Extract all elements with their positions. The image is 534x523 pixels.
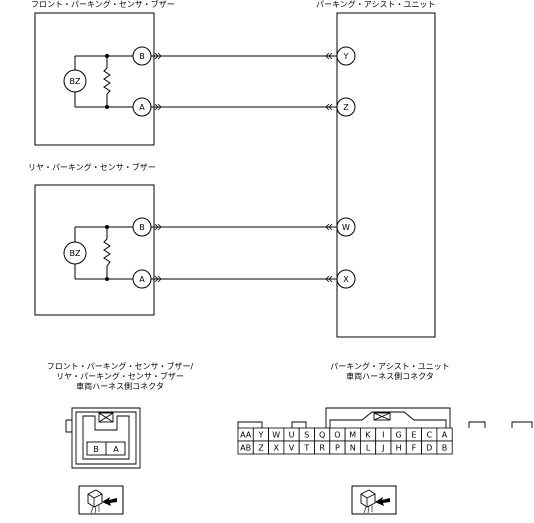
buzzer-connector-caption-3: 車両ハーネス側コネクタ	[76, 382, 164, 391]
connector-pin-label: AB	[240, 444, 251, 453]
connector-pin-label: H	[396, 444, 402, 453]
front-buzzer-symbol	[63, 69, 87, 93]
connector-pin-label: J	[381, 444, 384, 453]
unit-pin-y	[336, 46, 356, 66]
connector-pin-label: U	[289, 431, 295, 440]
buzzer-connector-pin-a: A	[113, 445, 119, 454]
unit-pin-x	[336, 269, 356, 289]
buzzer-connector-caption-2: リヤ・パーキング・センサ・ブザー	[56, 372, 184, 381]
unit-pin-x-label: X	[343, 275, 349, 284]
front-buzzer-block: BZ B A	[34, 12, 155, 146]
rear-buzzer-box	[34, 184, 155, 316]
front-pin-b-label: B	[139, 52, 145, 61]
rear-buzzer-block: BZ B A	[34, 184, 155, 316]
resistor-icon	[103, 67, 111, 95]
connector-pin-label: P	[335, 444, 340, 453]
connector-pin-label: Z	[258, 444, 264, 453]
front-buzzer-label: BZ	[70, 77, 81, 86]
unit-connector-face	[237, 407, 533, 428]
connector-pin-label: X	[274, 444, 280, 453]
connector-pin-label: G	[396, 431, 402, 440]
connector-view-icon	[78, 485, 124, 515]
connector-pin-label: C	[426, 431, 432, 440]
assist-unit-box	[336, 12, 436, 338]
rear-buzzer-title: リヤ・パーキング・センサ・ブザー	[28, 163, 156, 172]
front-wires	[151, 52, 337, 111]
assist-unit-title: パーキング・アシスト・ユニット	[316, 0, 436, 9]
unit-pin-z-label: Z	[343, 103, 349, 112]
rear-pin-b-label: B	[139, 223, 145, 232]
chevron-connector-icon	[154, 52, 333, 111]
unit-pin-z	[336, 97, 356, 117]
front-buzzer-title: フロント・パーキング・センサ・ブザー	[31, 0, 175, 9]
connector-pin-label: A	[442, 431, 448, 440]
connector-cell	[436, 440, 453, 455]
resistor-icon	[103, 238, 111, 267]
connector-pin-label: Y	[258, 431, 264, 440]
connector-pin-label: T	[303, 444, 309, 453]
buzzer-connector-face	[65, 407, 141, 469]
unit-pin-w-label: W	[342, 223, 350, 232]
connector-view-icon	[351, 485, 397, 515]
connector-pin-label: I	[382, 431, 384, 440]
rear-wires	[151, 223, 337, 283]
connector-pin-label: K	[365, 431, 371, 440]
connector-pin-label: E	[411, 431, 416, 440]
connector-pin-label: R	[319, 444, 325, 453]
connector-pin-label: V	[289, 444, 295, 453]
connector-pin-label: O	[334, 431, 340, 440]
unit-pin-y-label: Y	[343, 52, 349, 61]
connector-pin-label: S	[304, 431, 309, 440]
connector-pin-label: L	[366, 444, 371, 453]
buzzer-connector-pin-b: B	[93, 445, 99, 454]
assist-unit-block: Y Z W X	[336, 12, 436, 338]
connector-pin-label: W	[272, 431, 280, 440]
front-buzzer-box	[34, 12, 155, 146]
connector-pin-label: Q	[319, 431, 325, 440]
unit-connector-caption-2: 車両ハーネス側コネクタ	[346, 372, 434, 381]
connector-pin-label: F	[412, 444, 417, 453]
unit-pin-w	[336, 217, 356, 237]
rear-buzzer-symbol	[63, 241, 87, 265]
front-pin-a-label: A	[139, 103, 145, 112]
chevron-connector-icon	[154, 223, 333, 283]
connector-pin-label: M	[349, 431, 356, 440]
connector-pin-label: AA	[240, 431, 252, 440]
rear-buzzer-label: BZ	[70, 249, 81, 258]
connector-pin-label: N	[350, 444, 356, 453]
unit-connector-caption-1: パーキング・アシスト・ユニット	[330, 362, 450, 371]
rear-pin-a-label: A	[139, 275, 145, 284]
buzzer-connector-caption-1: フロント・パーキング・センサ・ブザー/	[46, 362, 194, 371]
connector-pin-label: B	[442, 444, 448, 453]
connector-pin-label: D	[426, 444, 432, 453]
